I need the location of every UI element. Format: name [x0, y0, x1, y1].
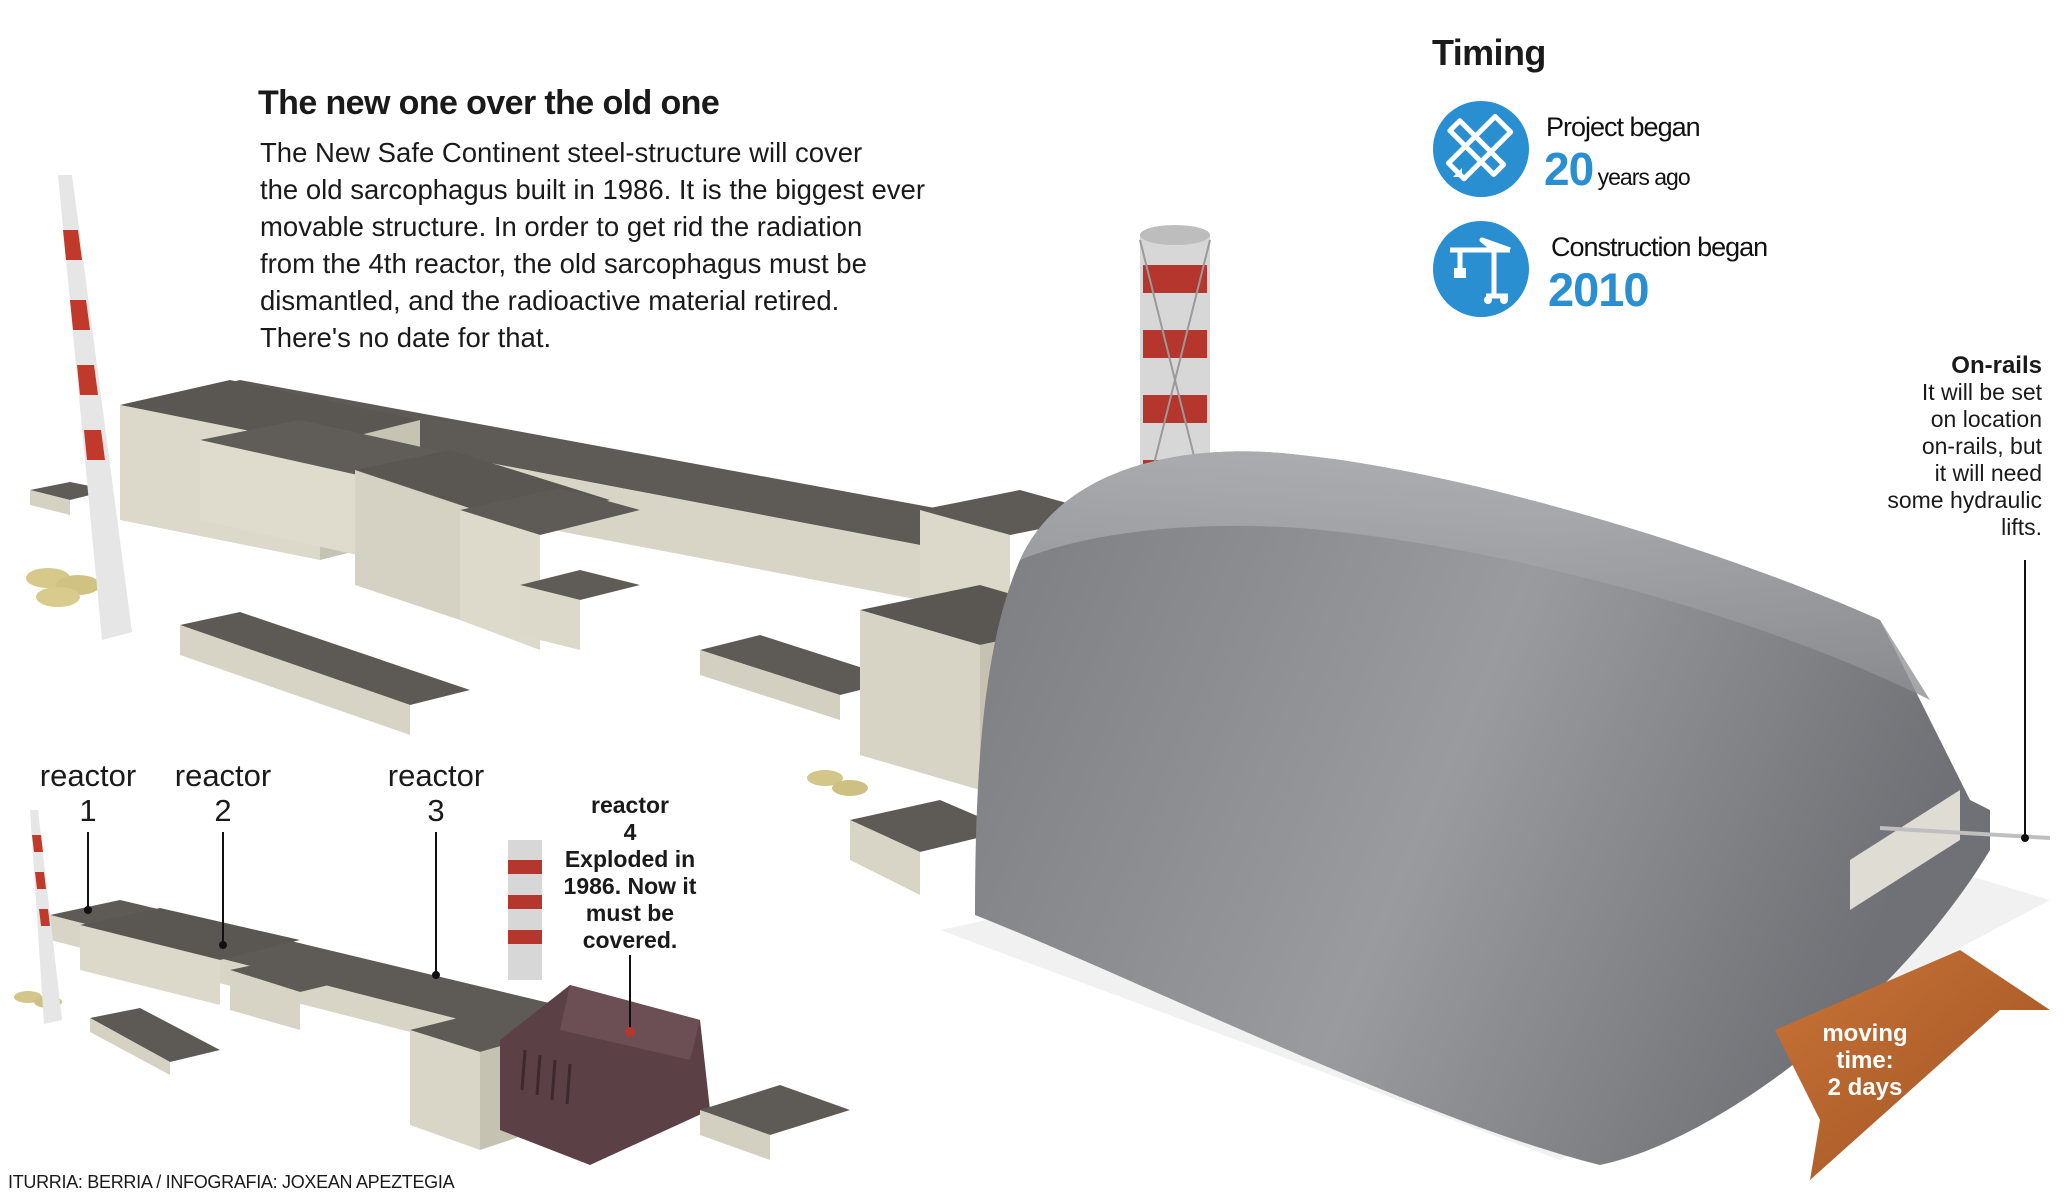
- on-rails-line: it will need: [1934, 460, 2042, 486]
- intro-line: from the 4th reactor, the old sarcophagu…: [260, 248, 867, 279]
- on-rails-line: some hydraulic: [1887, 487, 2042, 513]
- intro-line: dismantled, and the radioactive material…: [260, 285, 840, 316]
- intro-line: There's no date for that.: [260, 322, 552, 353]
- on-rails-line: It will be set: [1921, 379, 2042, 405]
- crane-icon: [1433, 221, 1529, 317]
- reactor-4-label: reactor 4 Exploded in 1986. Now it must …: [563, 792, 697, 953]
- project-suffix: years ago: [1597, 164, 1691, 190]
- reactor-1-label: reactor 1: [39, 758, 137, 828]
- moving-time-label: moving time: 2 days: [1822, 1020, 1908, 1101]
- construction-label: Construction began: [1551, 232, 1768, 262]
- headline: The new one over the old one: [258, 84, 720, 122]
- on-rails-title: On-rails: [1951, 352, 2042, 379]
- project-label: Project began: [1546, 112, 1701, 142]
- intro-paragraph: The New Safe Continent steel-structure w…: [260, 134, 1020, 356]
- timing-title: Timing: [1432, 32, 1546, 73]
- reactor-3-label: reactor 3: [387, 758, 485, 828]
- intro-line: the old sarcophagus built in 1986. It is…: [260, 174, 926, 205]
- on-rails-line: lifts.: [2001, 514, 2042, 540]
- on-rails-note: On-rails It will be set on location on-r…: [1887, 352, 2042, 541]
- on-rails-line: on-rails, but: [1921, 433, 2042, 459]
- small-plant: [14, 810, 850, 1165]
- construction-value: 2010: [1548, 263, 1650, 316]
- credit-line: ITURRIA: BERRIA / INFOGRAFIA: JOXEAN APE…: [8, 1172, 455, 1192]
- project-value-row: 20 years ago: [1544, 142, 1691, 196]
- new-safe-confinement-arch: [940, 451, 2051, 1165]
- main-plant: [26, 175, 1211, 895]
- ruler-pencil-icon: [1433, 101, 1529, 197]
- on-rails-line: on location: [1930, 406, 2042, 432]
- reactor-2-label: reactor 2: [174, 758, 272, 828]
- leader-lines: [87, 560, 2026, 1030]
- project-value: 20: [1544, 143, 1594, 195]
- intro-line: movable structure. In order to get rid t…: [260, 211, 863, 242]
- intro-line: The New Safe Continent steel-structure w…: [260, 137, 863, 168]
- moving-arrow: [1775, 950, 2050, 1180]
- left-chimney: [58, 175, 132, 640]
- left-block-roof: [120, 380, 420, 445]
